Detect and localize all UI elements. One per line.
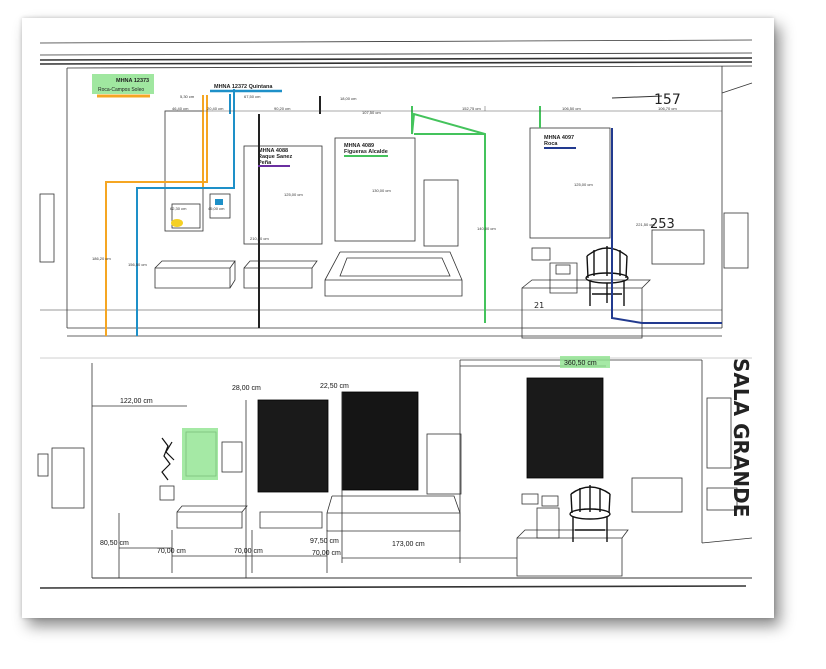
doorway-panel	[423, 179, 459, 247]
dim-70-c: 70,00 cm	[312, 550, 341, 557]
svg-text:67,50 cm: 67,50 cm	[244, 94, 261, 99]
svg-text:130,00 cm: 130,00 cm	[372, 188, 391, 193]
svg-text:45,00 cm: 45,00 cm	[208, 206, 225, 211]
dim-173: 173,00 cm	[392, 541, 425, 548]
svg-text:5,30 cm: 5,30 cm	[180, 94, 195, 99]
handwritten-21: 21	[534, 301, 544, 310]
upper-dimension-lines	[105, 89, 722, 336]
label-mhna-4088: MHNA 4088	[258, 148, 288, 154]
svg-text:20,40 cm: 20,40 cm	[207, 106, 224, 111]
elevation-drawing: MHNA 12373 Roca-Campos Soleo MHNA 12372 …	[37, 39, 753, 589]
artwork-frame-12373	[164, 110, 204, 232]
dim-360-50: 360,50 cm	[564, 360, 597, 367]
svg-text:140,00 cm: 140,00 cm	[477, 226, 496, 231]
label-roca-campos: Roca-Campos Soleo	[98, 87, 144, 93]
upper-labels: MHNA 12373 Roca-Campos Soleo MHNA 12372 …	[92, 78, 681, 310]
painting-dark-3	[526, 377, 604, 479]
svg-text:106,70 cm: 106,70 cm	[658, 106, 677, 111]
svg-text:62,30 cm: 62,30 cm	[170, 206, 187, 211]
dim-70-b: 70,00 cm	[234, 548, 263, 555]
label-mhna-12372: MHNA 12372 Quintana	[214, 84, 273, 90]
marker-yellow	[171, 219, 183, 227]
dim-80-50: 80,50 cm	[100, 540, 129, 547]
svg-text:210,30 cm: 210,30 cm	[250, 236, 269, 241]
upper-elevation	[39, 39, 753, 339]
label-4089-name: Figueras Alcalde	[344, 149, 388, 155]
svg-text:46,40 cm: 46,40 cm	[172, 106, 189, 111]
dim-22-50: 22,50 cm	[320, 383, 349, 390]
chair-upper	[585, 246, 629, 306]
painting-dark-2	[341, 391, 419, 491]
svg-text:152,75 cm: 152,75 cm	[462, 106, 481, 111]
marker-blue	[215, 199, 223, 205]
label-4097-name: Roca	[544, 141, 558, 147]
highlight-green-frame	[182, 428, 218, 480]
label-4088-name2: Peña	[258, 160, 272, 166]
label-mhna-12373: MHNA 12373	[116, 78, 149, 84]
dim-122: 122,00 cm	[120, 398, 153, 405]
handwritten-253: 253	[650, 217, 675, 232]
lower-elevation	[37, 357, 753, 589]
label-4088-name1: Raque Sanez	[258, 154, 292, 160]
svg-text:125,00 cm: 125,00 cm	[284, 192, 303, 197]
chair-lower	[569, 485, 611, 542]
svg-text:125,00 cm: 125,00 cm	[574, 182, 593, 187]
dim-97-50: 97,50 cm	[310, 538, 339, 545]
label-mhna-4089: MHNA 4089	[344, 143, 374, 149]
artwork-frame-4097	[529, 127, 611, 239]
painting-dark-1	[257, 399, 329, 493]
svg-text:156,50 cm: 156,50 cm	[128, 262, 147, 267]
svg-text:186,20 cm: 186,20 cm	[92, 256, 111, 261]
svg-text:18,00 cm: 18,00 cm	[340, 96, 357, 101]
highlight-12373	[92, 74, 154, 94]
highlight-360	[560, 356, 610, 368]
figure-sculpture	[161, 437, 175, 481]
drawing-sheet: MHNA 12373 Roca-Campos Soleo MHNA 12372 …	[22, 18, 774, 618]
artwork-frame-4088	[243, 145, 323, 245]
dim-70-a: 70,00 cm	[157, 548, 186, 555]
svg-text:106,50 cm: 106,50 cm	[562, 106, 581, 111]
svg-text:107,50 cm: 107,50 cm	[362, 110, 381, 115]
artwork-frame-4089	[334, 137, 416, 242]
svg-text:90,20 cm: 90,20 cm	[274, 106, 291, 111]
label-mhna-4097: MHNA 4097	[544, 135, 574, 141]
dim-28: 28,00 cm	[232, 385, 261, 392]
handwritten-sala-grande: SALA GRANDE	[729, 358, 753, 517]
lower-labels: 122,00 cm 28,00 cm 22,50 cm 360,50 cm 80…	[100, 358, 753, 557]
svg-text:221,50 cm: 221,50 cm	[636, 222, 655, 227]
handwritten-157: 157	[654, 92, 681, 108]
